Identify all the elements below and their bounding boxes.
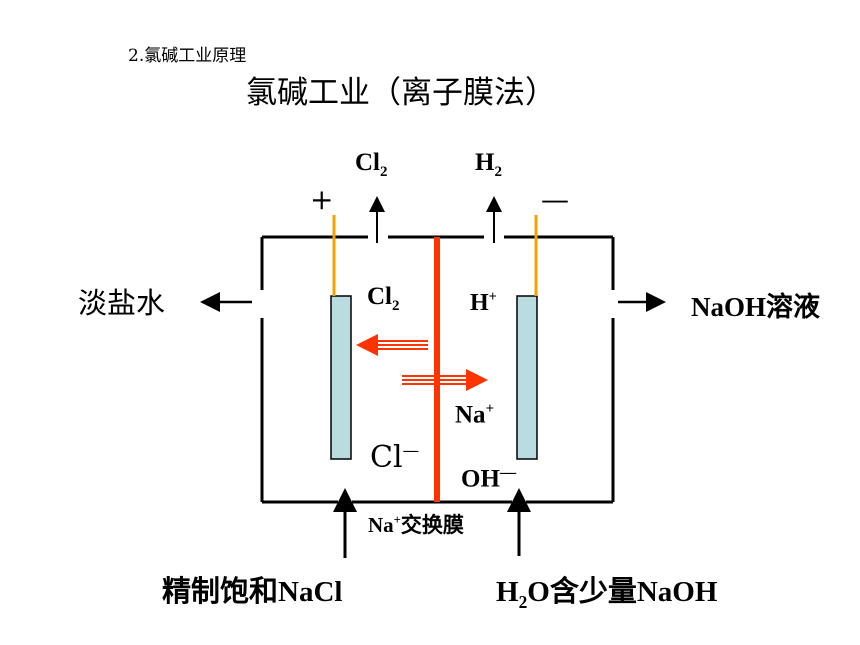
water-feed-label: H2O含少量NaOH	[496, 576, 718, 612]
nacl-feed-label: 精制饱和NaCl	[162, 576, 343, 608]
cathode-sign: —	[541, 183, 569, 216]
cl2-inner-label: Cl2	[367, 283, 400, 314]
membrane-label: Na+交换膜	[368, 513, 464, 537]
diagram-title: 氯碱工业（离子膜法）	[246, 75, 556, 111]
cathode	[516, 295, 538, 460]
dilute-brine-label: 淡盐水	[78, 286, 166, 320]
anode-sign: +	[310, 183, 334, 216]
oh-minus-label: OH—	[461, 463, 517, 493]
anode	[330, 295, 352, 460]
cl2-product-label: Cl2	[355, 149, 388, 180]
h-plus-label: H+	[470, 289, 497, 316]
na-migration-arrow	[402, 369, 488, 391]
na-plus-label: Na+	[455, 401, 495, 429]
section-heading: 2.氯碱工业原理	[128, 46, 247, 66]
cl-minus-label: Cl—	[370, 440, 420, 475]
ion-exchange-membrane	[434, 237, 440, 502]
naoh-solution-label: NaOH溶液	[691, 292, 821, 322]
cl-migration-arrow	[356, 334, 428, 356]
h2-product-label: H2	[475, 149, 502, 180]
